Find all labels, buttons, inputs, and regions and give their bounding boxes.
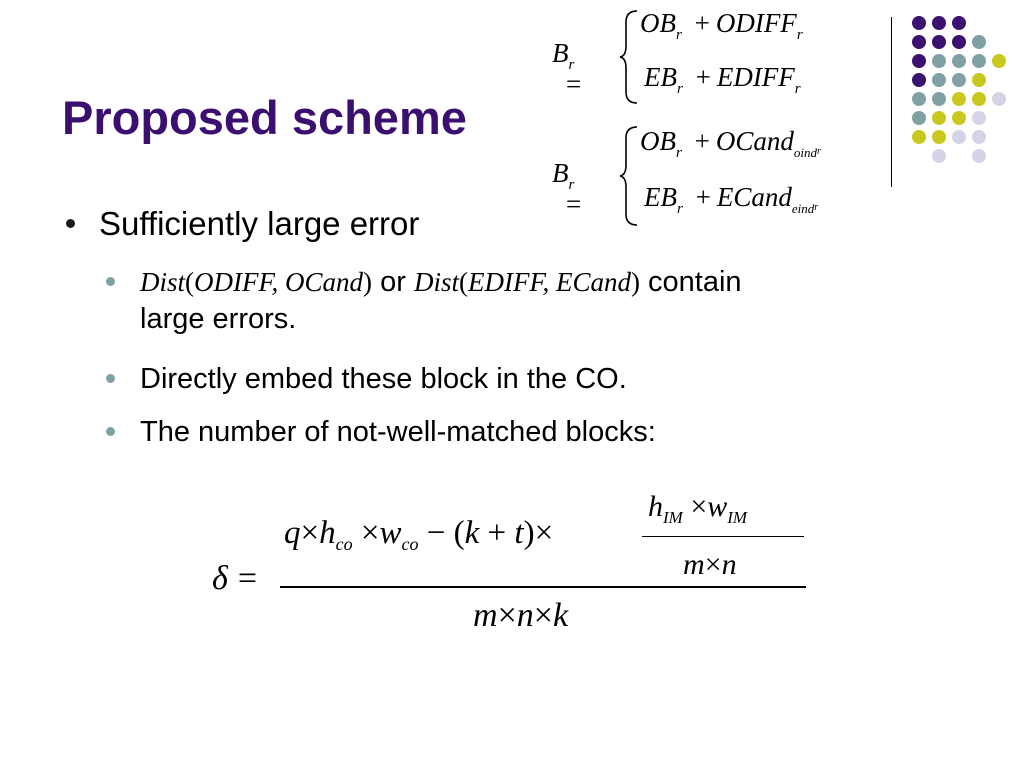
dot	[912, 35, 926, 49]
dot	[932, 54, 946, 68]
dot	[912, 73, 926, 87]
dot	[952, 54, 966, 68]
inner-fraction-denominator: m×n	[683, 548, 737, 581]
delta-numerator: q×hco ×wco − (k + t)×	[284, 515, 554, 554]
dot	[972, 73, 986, 87]
decorative-dot-grid	[904, 16, 1014, 166]
dot	[912, 111, 926, 125]
bullet-item2-text: Directly embed these block in the CO.	[140, 363, 627, 395]
dot	[972, 149, 986, 163]
dot	[912, 92, 926, 106]
dot	[952, 16, 966, 30]
eq1-row1: OBr +ODIFFr	[640, 8, 803, 43]
dot	[992, 92, 1006, 106]
dot	[912, 130, 926, 144]
eq1-row2: EBr +EDIFFr	[644, 62, 801, 97]
slide-title: Proposed scheme	[62, 91, 467, 144]
bullet-dot	[106, 374, 115, 383]
dot	[932, 111, 946, 125]
dot	[972, 111, 986, 125]
delta-denominator: m×n×k	[473, 597, 569, 634]
eq2-lhs: Br =	[552, 158, 582, 219]
dot	[952, 92, 966, 106]
bullet-dot	[106, 277, 115, 286]
bullet-level1: Sufficiently large error	[66, 205, 419, 243]
bullet-dot	[106, 427, 115, 436]
eq1-left-brace	[619, 10, 638, 104]
dot	[912, 54, 926, 68]
dot	[952, 111, 966, 125]
divider-line	[891, 17, 892, 187]
dot	[972, 54, 986, 68]
dot	[952, 73, 966, 87]
dot	[932, 130, 946, 144]
bullet-dot	[66, 218, 75, 228]
eq2-left-brace	[619, 126, 638, 226]
delta-lhs: δ=	[212, 560, 257, 597]
dot	[972, 92, 986, 106]
dot	[952, 35, 966, 49]
eq2-row2: EBr +ECandeindr	[644, 182, 819, 217]
dot	[932, 149, 946, 163]
bullet-level1-text: Sufficiently large error	[99, 205, 420, 242]
inner-fraction-numerator: hIM ×wIM	[648, 490, 748, 527]
dot	[932, 35, 946, 49]
dot	[932, 73, 946, 87]
inner-fraction-bar	[642, 536, 804, 537]
bullet-item3-text: The number of not-well-matched blocks:	[140, 416, 656, 448]
bullet-item1-text: Dist(ODIFF, OCand) or Dist(EDIFF, ECand)…	[140, 266, 742, 335]
eq1-lhs: Br =	[552, 38, 582, 99]
dot	[932, 92, 946, 106]
dot	[972, 130, 986, 144]
dot	[992, 54, 1006, 68]
dot	[912, 16, 926, 30]
dot	[952, 130, 966, 144]
dot	[972, 35, 986, 49]
main-fraction-bar	[280, 586, 806, 588]
eq2-row1: OBr +OCandoindr	[640, 126, 821, 161]
dot	[932, 16, 946, 30]
